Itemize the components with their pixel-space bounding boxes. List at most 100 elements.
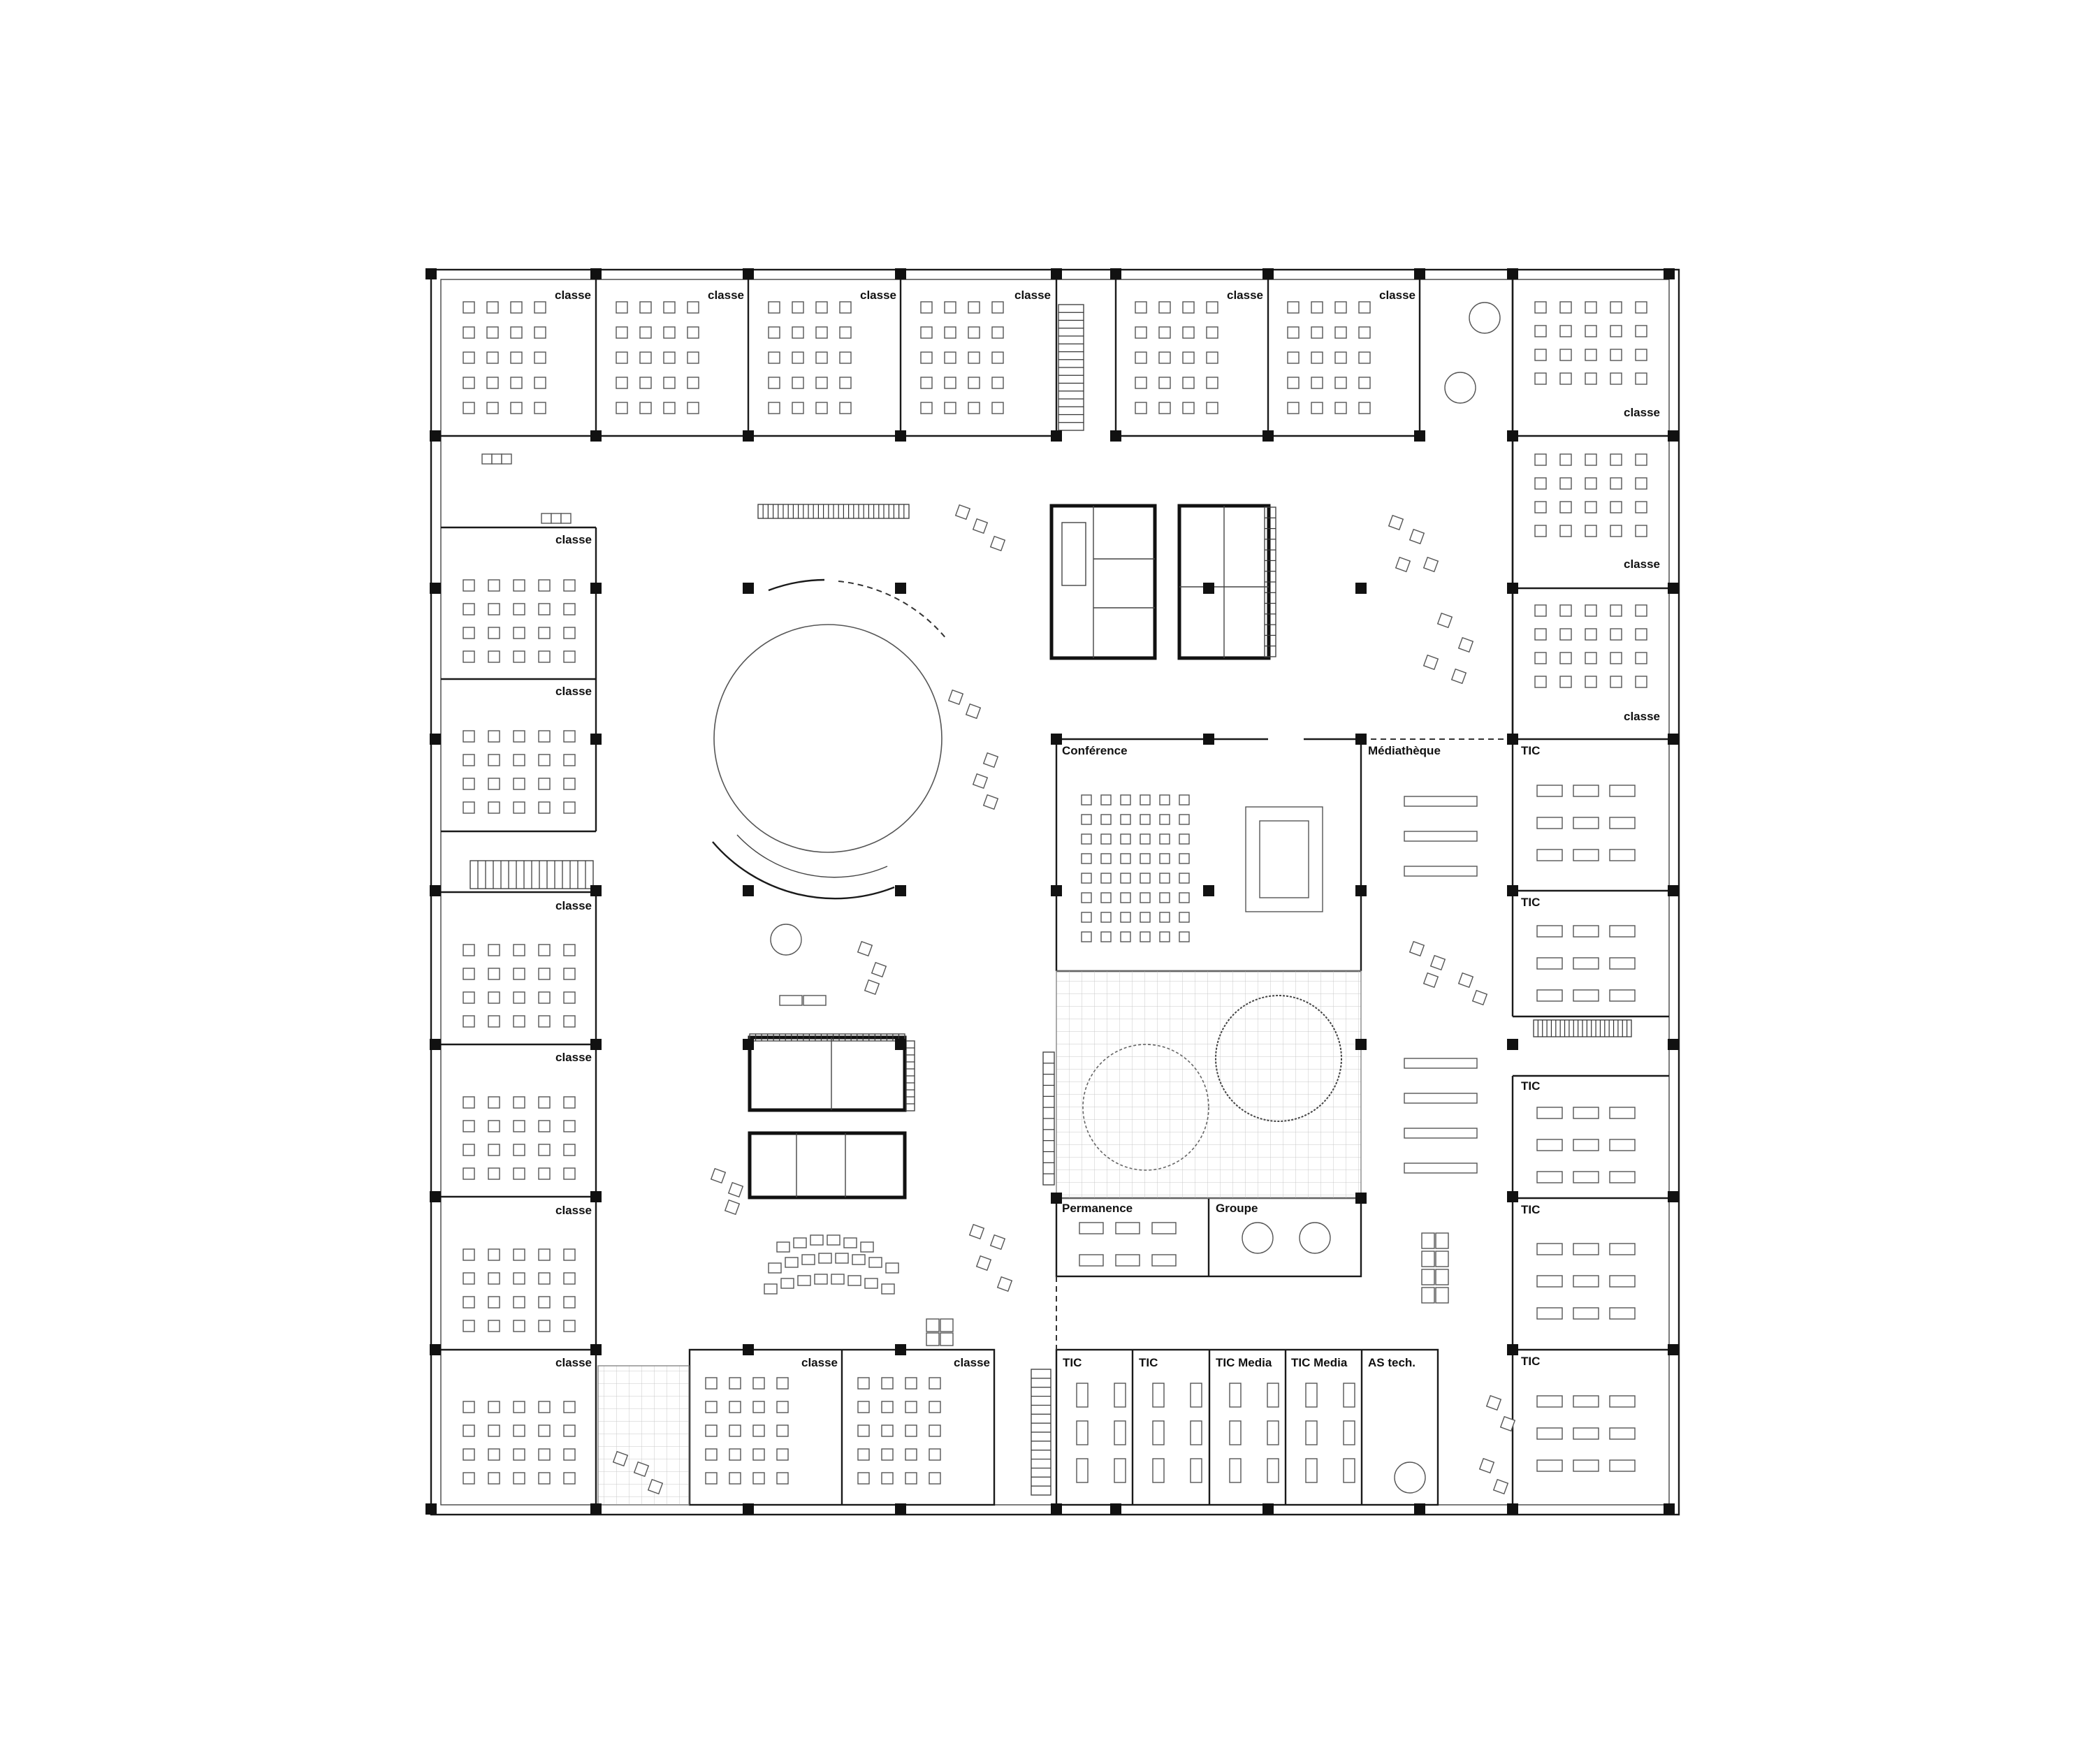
desk: [488, 968, 500, 980]
column: [1664, 1503, 1675, 1515]
desk: [1610, 325, 1622, 337]
desk: [1081, 892, 1092, 903]
desk: [486, 351, 499, 364]
desk: [1343, 1383, 1355, 1408]
desk: [1635, 453, 1647, 466]
column: [1507, 1503, 1518, 1515]
desk: [1120, 853, 1131, 864]
desk: [1610, 349, 1622, 361]
desk: [1334, 377, 1347, 389]
amphitheater-seat: [764, 1283, 778, 1295]
desk: [1610, 604, 1622, 617]
desk: [1334, 326, 1347, 339]
desk: [1536, 1275, 1563, 1288]
room-labels: classe classe classe classe classe class…: [555, 289, 1660, 1369]
desk: [488, 1401, 500, 1413]
desk: [563, 754, 576, 766]
lounge-chair: [864, 979, 880, 996]
desk: [1435, 1232, 1449, 1249]
column: [1355, 1039, 1367, 1050]
desk: [1610, 628, 1622, 641]
lounge-chair: [972, 773, 989, 789]
desk: [1534, 501, 1547, 513]
label-classe-right-2: classe: [1624, 557, 1660, 571]
desk: [1206, 326, 1218, 339]
desk: [1358, 301, 1371, 314]
desk: [1158, 326, 1171, 339]
desk: [510, 377, 523, 389]
desk: [1120, 912, 1131, 923]
column: [590, 885, 602, 896]
desk: [881, 1448, 894, 1461]
desk: [1081, 814, 1092, 825]
desk: [1190, 1458, 1202, 1483]
label-classe-top-3: classe: [860, 289, 896, 302]
desk: [538, 1296, 551, 1309]
desk: [1585, 325, 1597, 337]
label-classe-left-1: classe: [555, 533, 592, 546]
desk: [1206, 377, 1218, 389]
desk: [729, 1472, 741, 1485]
desk: [486, 326, 499, 339]
desk: [560, 513, 572, 524]
column: [895, 1039, 906, 1050]
desk: [534, 301, 546, 314]
lounge-chair: [633, 1461, 650, 1478]
amphitheater-seat: [827, 1234, 840, 1246]
column: [1262, 268, 1274, 279]
label-tic-right-3: TIC: [1521, 1079, 1540, 1093]
lounge-chair: [1409, 528, 1425, 545]
desk: [857, 1377, 870, 1390]
desk: [839, 402, 852, 414]
desk: [1079, 1254, 1104, 1267]
desk: [881, 1377, 894, 1390]
desk: [488, 603, 500, 615]
desk: [1179, 833, 1190, 845]
column: [430, 734, 441, 745]
desk: [1610, 477, 1622, 490]
desk: [463, 1320, 475, 1332]
desk: [1182, 377, 1195, 389]
desk: [839, 377, 852, 389]
lounge-chair: [1478, 1457, 1495, 1474]
desk: [563, 650, 576, 663]
desk: [663, 351, 676, 364]
desk: [1140, 833, 1151, 845]
desk: [513, 1401, 525, 1413]
column: [430, 1344, 441, 1355]
desk: [663, 377, 676, 389]
desk: [1536, 1395, 1563, 1408]
desk: [1159, 814, 1170, 825]
desk: [920, 402, 933, 414]
desk: [488, 991, 500, 1004]
desk: [463, 1472, 475, 1485]
desk: [1115, 1254, 1140, 1267]
desk: [1559, 525, 1572, 537]
desk: [1421, 1232, 1435, 1249]
column: [430, 430, 441, 442]
lounge-chair: [1429, 954, 1446, 971]
column: [1668, 1039, 1679, 1050]
desk: [687, 301, 699, 314]
desk: [534, 326, 546, 339]
desk: [463, 991, 475, 1004]
desk: [538, 730, 551, 743]
desk: [1421, 1287, 1435, 1304]
desk: [538, 1144, 551, 1156]
desk: [729, 1377, 741, 1390]
desk: [687, 326, 699, 339]
label-tic-right-4: TIC: [1521, 1203, 1540, 1216]
lounge-chair: [954, 504, 971, 520]
lounge-chair: [710, 1167, 727, 1184]
desk: [463, 650, 475, 663]
desk: [815, 351, 828, 364]
desk: [687, 402, 699, 414]
desk: [1334, 301, 1347, 314]
desk: [1534, 676, 1547, 688]
desk: [1179, 873, 1190, 884]
desk: [857, 1448, 870, 1461]
column: [1051, 1503, 1062, 1515]
column: [590, 583, 602, 594]
label-classe-top-4: classe: [1014, 289, 1051, 302]
desk: [1081, 912, 1092, 923]
